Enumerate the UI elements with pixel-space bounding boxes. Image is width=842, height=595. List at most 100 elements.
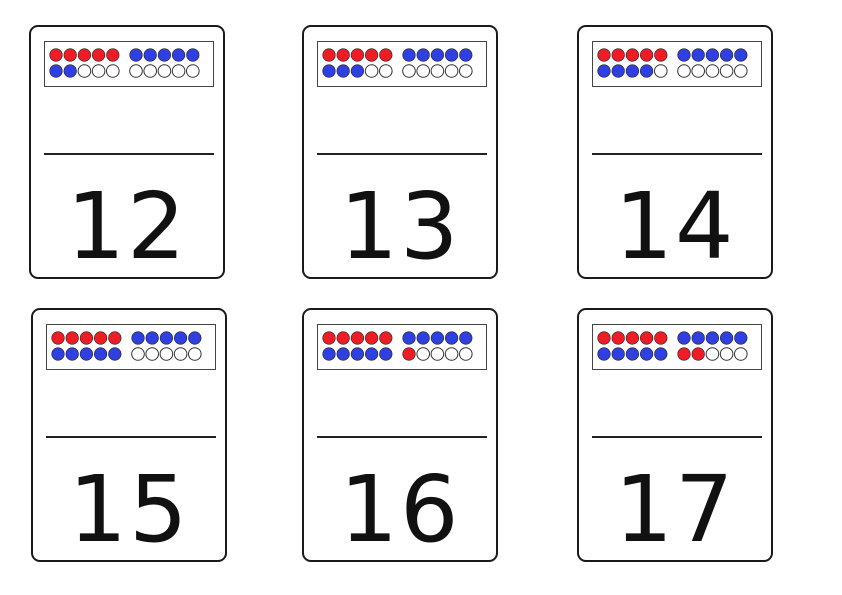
empty-counter (173, 347, 188, 361)
blue-counter (364, 347, 379, 361)
blue-counter (145, 331, 159, 345)
blue-counter (131, 331, 145, 345)
red-counter (654, 48, 668, 62)
number-card-2: 13 (302, 25, 498, 279)
blue-counter (157, 48, 171, 62)
blue-counter (49, 64, 63, 78)
empty-counter (734, 347, 748, 361)
empty-counter (734, 64, 748, 78)
empty-counter (364, 64, 379, 78)
empty-counter (91, 64, 106, 78)
twenty-frame (317, 324, 487, 370)
divider-line (317, 436, 487, 438)
red-counter (677, 347, 691, 361)
red-counter (77, 48, 92, 62)
empty-counter (719, 64, 734, 78)
blue-counter (51, 347, 65, 361)
empty-counter (186, 64, 200, 78)
divider-line (592, 153, 762, 155)
empty-counter (143, 64, 157, 78)
red-counter (93, 331, 108, 345)
card-number: 17 (614, 456, 736, 563)
blue-counter (402, 48, 416, 62)
red-counter (379, 48, 393, 62)
empty-counter (459, 347, 473, 361)
blue-counter (720, 48, 734, 62)
blue-counter (625, 347, 640, 361)
blue-counter (597, 347, 611, 361)
blue-counter (430, 48, 444, 62)
empty-counter (77, 64, 92, 78)
blue-counter (639, 347, 654, 361)
empty-counter (379, 64, 393, 78)
blue-counter (416, 48, 430, 62)
blue-counter (597, 64, 611, 78)
blue-counter (611, 64, 625, 78)
blue-counter (416, 331, 430, 345)
divider-line (44, 153, 214, 155)
red-counter (654, 331, 668, 345)
blue-counter (430, 331, 444, 345)
blue-counter (734, 331, 748, 345)
blue-counter (677, 48, 691, 62)
empty-counter (188, 347, 202, 361)
blue-counter (611, 347, 625, 361)
empty-counter (416, 64, 430, 78)
empty-counter (677, 64, 691, 78)
divider-line (46, 436, 216, 438)
red-counter (91, 48, 106, 62)
dot-grid (597, 331, 748, 361)
blue-counter (445, 48, 459, 62)
empty-counter (719, 347, 734, 361)
empty-counter (171, 64, 186, 78)
empty-counter (157, 64, 172, 78)
red-counter (63, 48, 77, 62)
blue-counter (350, 347, 365, 361)
red-counter (49, 48, 63, 62)
red-counter (402, 347, 416, 361)
red-counter (611, 331, 625, 345)
red-counter (364, 48, 379, 62)
dot-grid (322, 48, 473, 78)
empty-counter (416, 347, 430, 361)
red-counter (65, 331, 79, 345)
divider-line (317, 153, 487, 155)
blue-counter (654, 347, 668, 361)
red-counter (625, 48, 640, 62)
number-card-5: 16 (302, 308, 498, 562)
blue-counter (639, 64, 654, 78)
blue-counter (65, 347, 79, 361)
blue-counter (186, 48, 200, 62)
blue-counter (705, 48, 719, 62)
blue-counter (705, 331, 719, 345)
blue-counter (63, 64, 77, 78)
red-counter (597, 48, 611, 62)
blue-counter (691, 331, 705, 345)
dot-grid (322, 331, 473, 361)
twenty-frame (46, 324, 216, 370)
red-counter (51, 331, 65, 345)
red-counter (350, 331, 365, 345)
empty-counter (459, 64, 473, 78)
number-card-4: 15 (31, 308, 227, 562)
card-number: 14 (614, 173, 736, 280)
twenty-frame (592, 41, 762, 87)
empty-counter (444, 64, 459, 78)
empty-counter (129, 64, 143, 78)
blue-counter (350, 64, 365, 78)
red-counter (79, 331, 94, 345)
divider-line (592, 436, 762, 438)
red-counter (691, 347, 705, 361)
blue-counter (625, 64, 640, 78)
red-counter (625, 331, 640, 345)
red-counter (597, 331, 611, 345)
card-number: 12 (66, 173, 188, 280)
dot-grid (49, 48, 200, 78)
empty-counter (705, 347, 720, 361)
red-counter (336, 48, 350, 62)
red-counter (379, 331, 393, 345)
empty-counter (106, 64, 120, 78)
red-counter (108, 331, 122, 345)
empty-counter (145, 347, 159, 361)
red-counter (336, 331, 350, 345)
